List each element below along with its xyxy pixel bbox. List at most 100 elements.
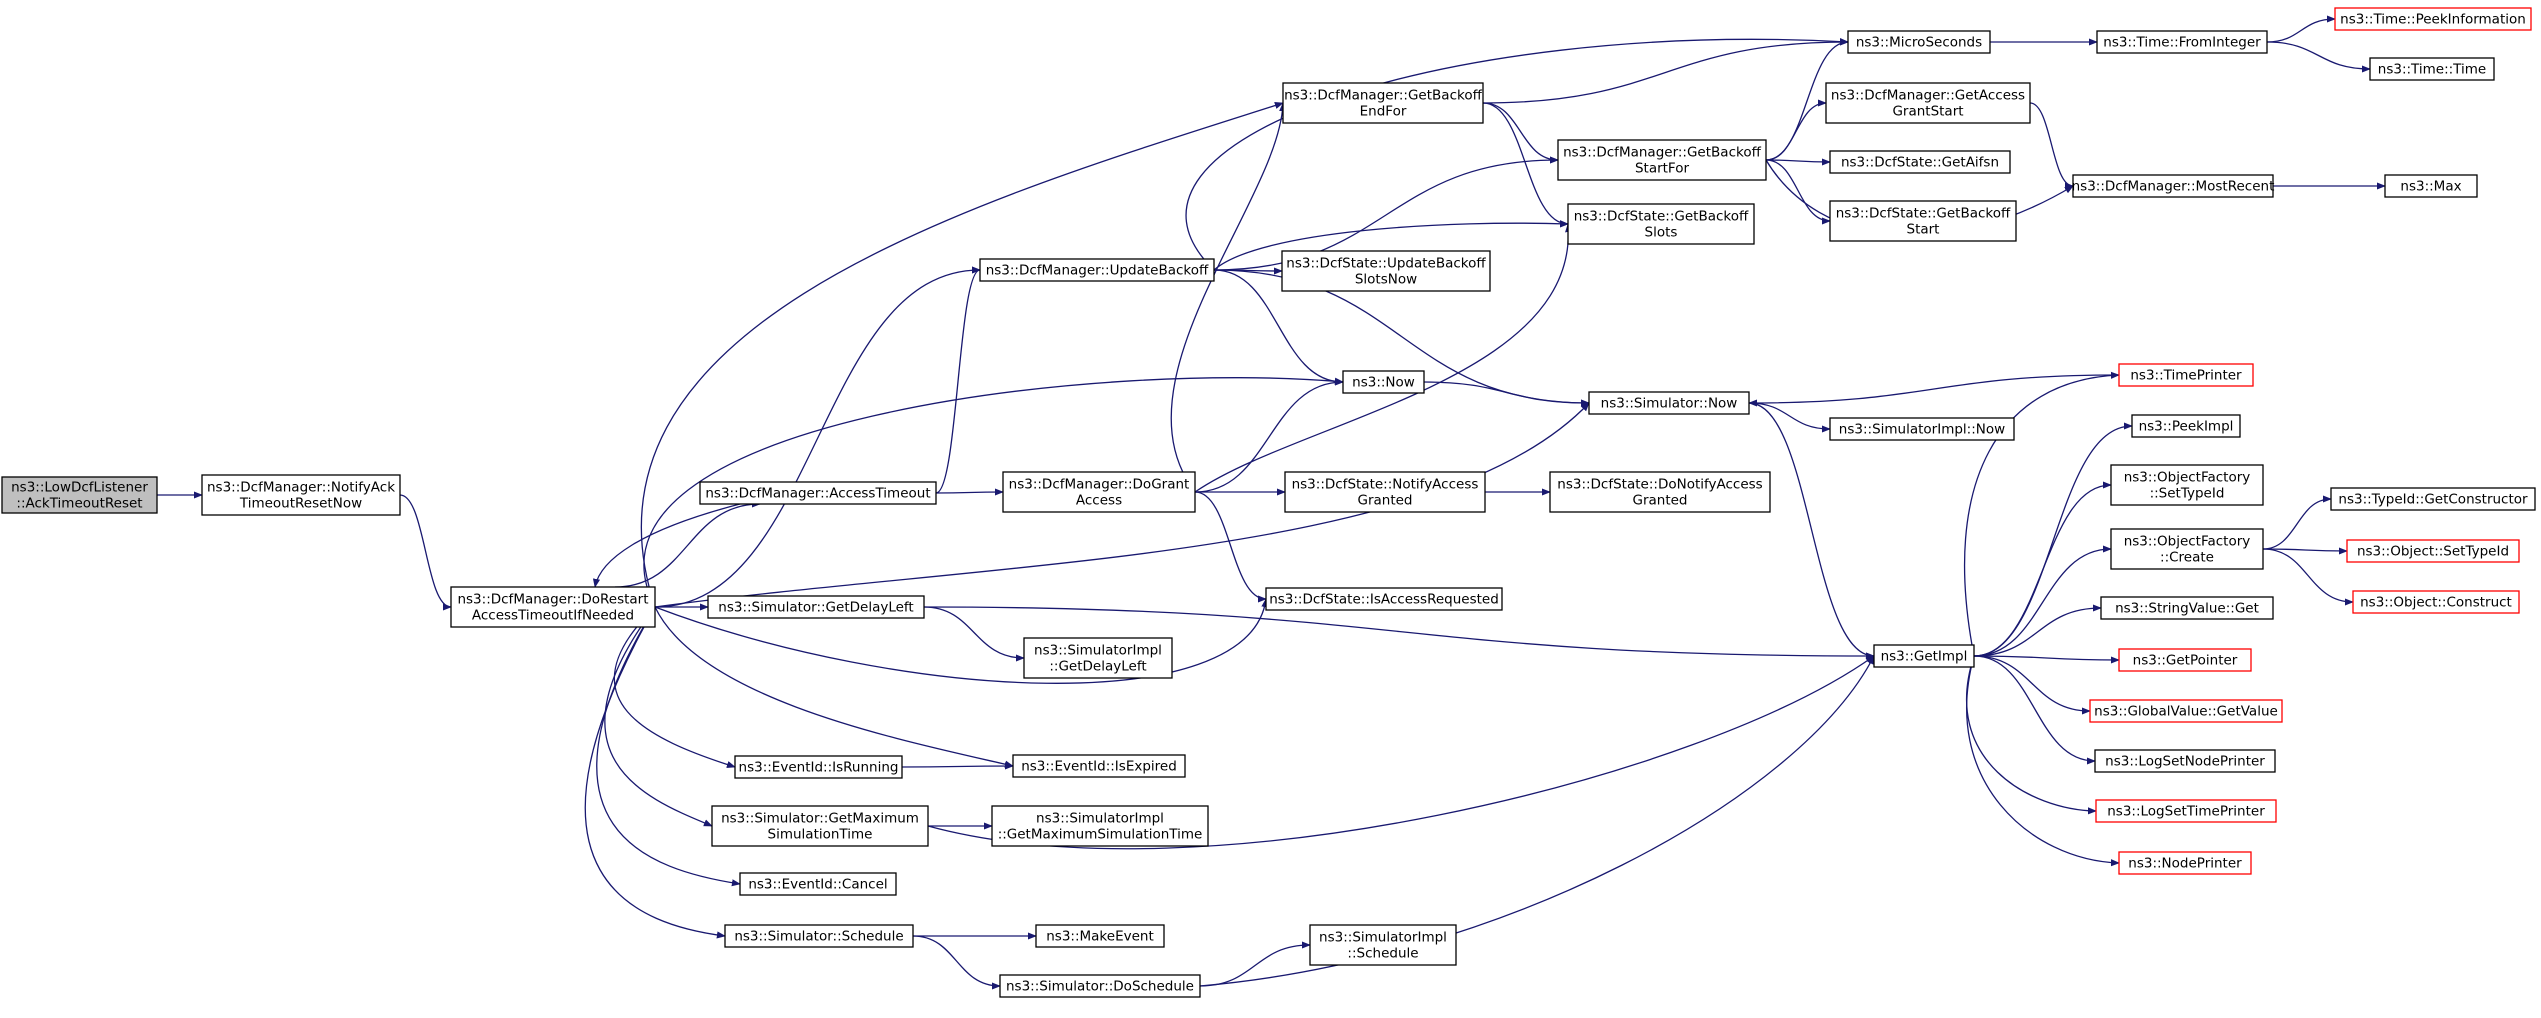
graph-node-n36[interactable]: ns3::ObjectFactory::SetTypeId [2110, 464, 2264, 506]
edge-n4-to-n22 [1213, 220, 1569, 271]
node-box [450, 586, 656, 628]
graph-node-n32[interactable]: ns3::Time::FromInteger [2096, 30, 2268, 54]
node-box [2094, 749, 2276, 773]
node-label: ns3::TimePrinter [2130, 367, 2242, 383]
graph-node-n26[interactable]: ns3::MicroSeconds [1847, 30, 1991, 54]
graph-node-n25[interactable]: ns3::SimulatorImpl::Schedule [1309, 924, 1457, 966]
node-box [734, 755, 903, 779]
node-label: ns3::DcfManager::GetBackoff [1563, 144, 1761, 160]
graph-node-n40[interactable]: ns3::GlobalValue::GetValue [2089, 699, 2283, 723]
graph-node-n20[interactable]: ns3::Simulator::DoSchedule [999, 974, 1201, 998]
node-label: ns3::DcfManager::GetBackoff [1284, 87, 1482, 103]
graph-node-n7[interactable]: ns3::Simulator::GetDelayLeft [707, 595, 925, 619]
node-box [2384, 174, 2478, 198]
node-label: ::SetTypeId [2150, 485, 2225, 501]
node-box [979, 258, 1215, 282]
graph-node-n37[interactable]: ns3::ObjectFactory::Create [2110, 528, 2264, 570]
node-box [1829, 150, 2011, 174]
graph-node-n42[interactable]: ns3::LogSetTimePrinter [2095, 799, 2277, 823]
graph-node-n15[interactable]: ns3::DcfState::IsAccessRequested [1265, 587, 1503, 611]
edge-n12-to-n22 [1482, 102, 1569, 228]
node-label: ns3::GetImpl [1881, 648, 1968, 664]
node-box [1847, 30, 1991, 54]
graph-node-n46[interactable]: ns3::Max [2384, 174, 2478, 198]
node-box [2369, 57, 2495, 81]
graph-node-n16[interactable]: ns3::SimulatorImpl::GetDelayLeft [1023, 637, 1173, 679]
graph-node-n33[interactable]: ns3::DcfManager::MostRecent [2072, 174, 2275, 198]
edge-n4-to-n6 [1213, 269, 1344, 386]
graph-nodes: ns3::LowDcfListener::AckTimeoutResetns3:… [1, 7, 2536, 998]
graph-node-n9[interactable]: ns3::Simulator::GetMaximumSimulationTime [711, 805, 929, 847]
graph-node-n34[interactable]: ns3::TimePrinter [2118, 363, 2254, 387]
graph-node-n4[interactable]: ns3::DcfManager::UpdateBackoff [979, 258, 1215, 282]
graph-node-n43[interactable]: ns3::NodePrinter [2118, 851, 2252, 875]
node-label: ns3::SimulatorImpl::Now [1839, 421, 2005, 437]
edge-n1-to-n2 [399, 494, 452, 611]
node-label: ::GetMaximumSimulationTime [998, 826, 1203, 842]
node-box [1023, 637, 1173, 679]
node-label: ns3::GlobalValue::GetValue [2094, 703, 2278, 719]
node-label: ns3::Simulator::Schedule [734, 928, 903, 944]
node-label: ns3::Simulator::DoSchedule [1006, 978, 1194, 994]
graph-node-n19[interactable]: ns3::MakeEvent [1035, 924, 1165, 948]
graph-node-n39[interactable]: ns3::GetPointer [2118, 648, 2252, 672]
graph-node-n18[interactable]: ns3::SimulatorImpl::GetMaximumSimulation… [991, 805, 1209, 847]
node-box [2096, 30, 2268, 54]
node-label: ns3::Max [2400, 178, 2461, 194]
node-label: ::Create [2160, 549, 2214, 565]
node-box [1873, 644, 1975, 668]
graph-node-n41[interactable]: ns3::LogSetNodePrinter [2094, 749, 2276, 773]
graph-node-n8[interactable]: ns3::EventId::IsRunning [734, 755, 903, 779]
graph-node-n0[interactable]: ns3::LowDcfListener::AckTimeoutReset [1, 476, 158, 514]
node-label: ns3::Now [1352, 374, 1415, 390]
node-label: ns3::ObjectFactory [2124, 533, 2251, 549]
graph-node-n38[interactable]: ns3::StringValue::Get [2100, 596, 2274, 620]
graph-node-n48[interactable]: ns3::Object::SetTypeId [2346, 539, 2520, 563]
graph-node-n47[interactable]: ns3::TypeId::GetConstructor [2330, 487, 2536, 511]
edge-n27-to-n33 [2029, 102, 2074, 190]
graph-node-n45[interactable]: ns3::Time::Time [2369, 57, 2495, 81]
graph-node-n1[interactable]: ns3::DcfManager::NotifyAckTimeoutResetNo… [201, 474, 401, 516]
node-label: SlotsNow [1355, 271, 1417, 287]
node-label: ns3::Simulator::Now [1601, 395, 1738, 411]
node-label: ns3::MicroSeconds [1856, 34, 1982, 50]
graph-node-n2[interactable]: ns3::DcfManager::DoRestartAccessTimeoutI… [450, 586, 656, 628]
edge-n2-to-n3 [614, 500, 761, 588]
graph-node-n23[interactable]: ns3::Simulator::Now [1588, 391, 1750, 415]
graph-node-n6[interactable]: ns3::Now [1342, 370, 1425, 394]
graph-node-n31[interactable]: ns3::GetImpl [1873, 644, 1975, 668]
graph-node-n3[interactable]: ns3::DcfManager::AccessTimeout [699, 481, 937, 505]
node-box [1342, 370, 1425, 394]
edge-n31-to-n34 [1963, 371, 2120, 657]
graph-node-n11[interactable]: ns3::Simulator::Schedule [724, 924, 914, 948]
graph-node-n49[interactable]: ns3::Object::Construct [2352, 590, 2520, 614]
node-box [739, 872, 897, 896]
edge-n2-to-n23 [654, 402, 1590, 608]
node-label: Start [1907, 221, 1940, 237]
graph-node-n35[interactable]: ns3::PeekImpl [2131, 414, 2241, 438]
node-label: Granted [1357, 492, 1412, 508]
edge-n7-to-n31 [923, 606, 1875, 660]
graph-node-n10[interactable]: ns3::EventId::Cancel [739, 872, 897, 896]
graph-node-n28[interactable]: ns3::DcfState::GetAifsn [1829, 150, 2011, 174]
node-label: ns3::DcfManager::GetAccess [1831, 87, 2025, 103]
node-label: ns3::ObjectFactory [2124, 469, 2251, 485]
node-box [2089, 699, 2283, 723]
node-label: ::GetDelayLeft [1049, 658, 1146, 674]
node-box [2131, 414, 2241, 438]
node-label: ns3::EventId::Cancel [748, 876, 887, 892]
edge-n21-to-n27 [1765, 99, 1827, 161]
graph-node-n30[interactable]: ns3::SimulatorImpl::Now [1829, 417, 2015, 441]
graph-node-n44[interactable]: ns3::Time::PeekInformation [2334, 7, 2532, 31]
graph-node-n17[interactable]: ns3::EventId::IsExpired [1012, 754, 1186, 778]
